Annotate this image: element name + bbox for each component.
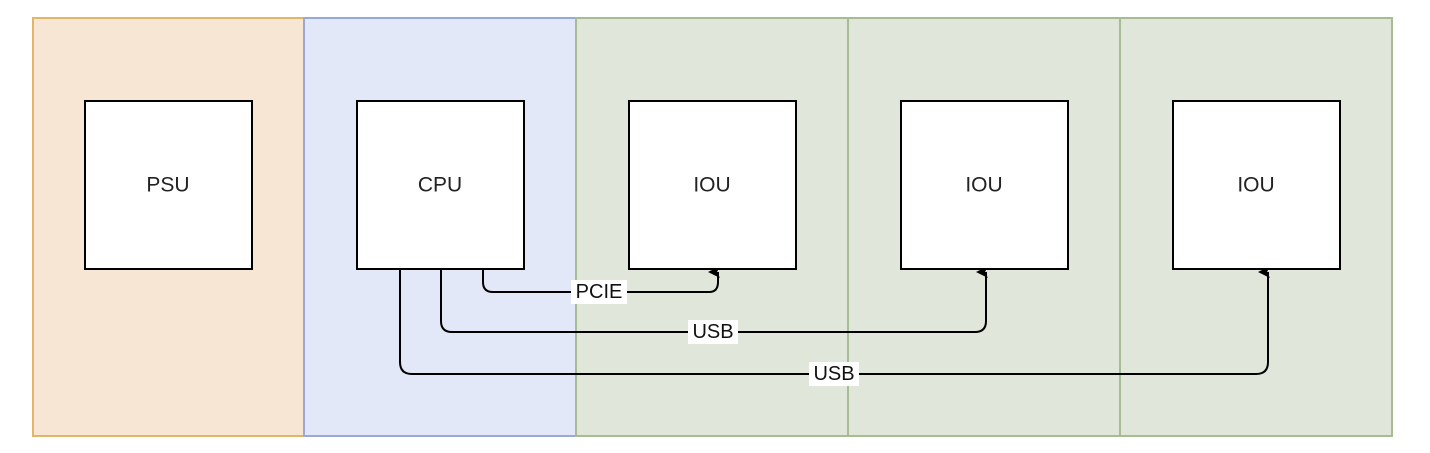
iou-label-2: IOU: [965, 174, 1002, 197]
iou-label-1: IOU: [693, 174, 730, 197]
iou-label-3: IOU: [1237, 174, 1274, 197]
cpu-block: CPU: [356, 100, 525, 270]
usb-label-group-1: USB: [688, 320, 738, 344]
pcie-label-group: PCIE: [571, 280, 627, 304]
cpu-label: CPU: [418, 174, 462, 197]
psu-block: PSU: [84, 100, 253, 270]
iou-block-1: IOU: [628, 100, 797, 270]
pcie-label: PCIE: [576, 281, 623, 303]
psu-label: PSU: [146, 174, 189, 197]
iou-block-3: IOU: [1172, 100, 1341, 270]
usb-label-1: USB: [692, 321, 733, 343]
iou-block-2: IOU: [900, 100, 1069, 270]
usb-label-group-2: USB: [809, 362, 859, 386]
usb-label-2: USB: [813, 363, 854, 385]
